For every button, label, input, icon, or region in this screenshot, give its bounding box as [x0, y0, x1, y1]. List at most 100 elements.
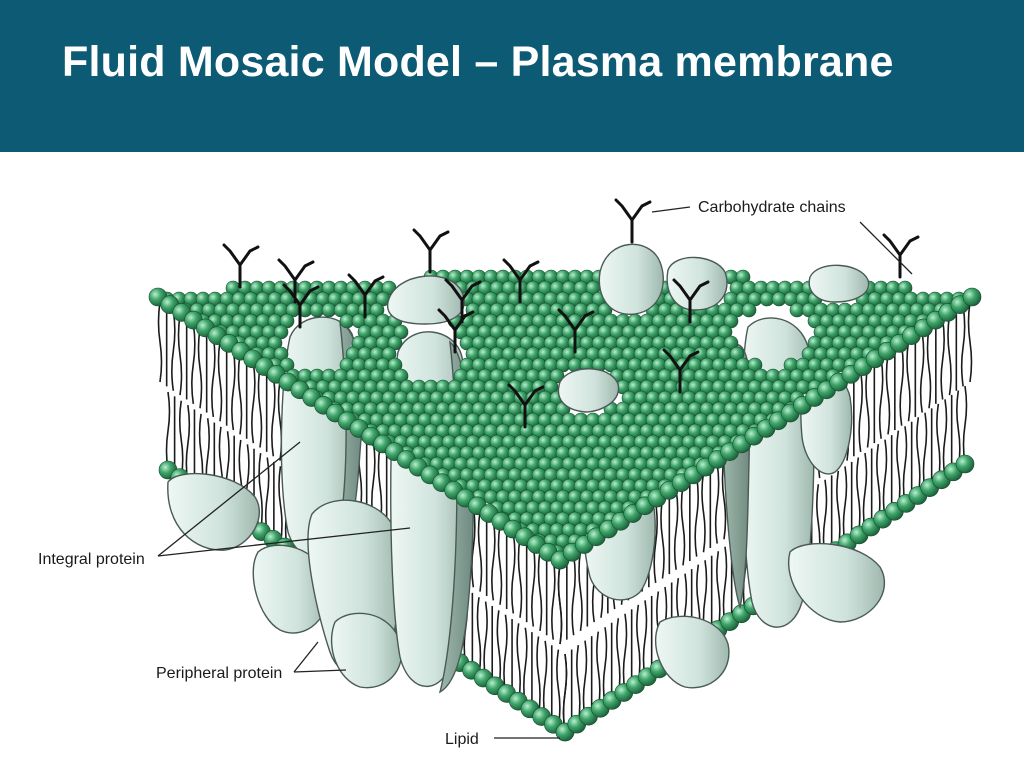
- lipid-tail: [211, 336, 216, 418]
- lipid-tail: [471, 507, 476, 588]
- lipid-tail: [542, 640, 548, 720]
- lipid-tail: [716, 551, 721, 630]
- lipid-tail: [919, 332, 925, 413]
- lipid-tail: [491, 520, 496, 601]
- lipid-tail: [185, 404, 191, 484]
- lipid-tail: [896, 430, 901, 509]
- lipid-tail: [237, 354, 243, 435]
- lipid-tail: [157, 301, 163, 383]
- lipid-tail: [576, 644, 581, 724]
- lipid-tail: [962, 385, 968, 465]
- lipid-tail: [278, 466, 283, 545]
- protein-top-1: [387, 275, 465, 325]
- lipid-tail: [217, 341, 223, 422]
- lipid-tail: [906, 341, 911, 422]
- peripheral-protein-right: [787, 542, 886, 623]
- lipid-head: [955, 454, 975, 474]
- lipid-head: [962, 287, 982, 307]
- lipid-tail: [622, 613, 628, 692]
- leader-carbohydrate-2: [859, 221, 913, 275]
- lipid-tail: [536, 636, 541, 715]
- lipid-tail: [165, 391, 171, 471]
- lipid-tail: [258, 453, 263, 532]
- lipid-tail: [551, 559, 556, 640]
- lipid-head: [741, 302, 757, 318]
- leader-carbohydrate: [651, 206, 691, 213]
- lipid-tail: [596, 631, 601, 710]
- leader-lines: [157, 206, 913, 739]
- lipid-tail: [902, 426, 908, 505]
- lipid-tail: [694, 476, 699, 557]
- lipid-tail: [836, 470, 841, 549]
- protein-top-2: [598, 243, 664, 315]
- leader-integral-2: [157, 527, 411, 557]
- lipid-tail: [511, 533, 516, 614]
- lipid-tail: [885, 354, 891, 435]
- lipid-tail: [862, 452, 868, 532]
- lipid-tail: [178, 400, 184, 479]
- lipid-tail: [251, 363, 256, 444]
- leader-integral-1: [157, 441, 301, 557]
- lipid-tail: [171, 310, 176, 391]
- membrane-diagram: Carbohydrate chains Integral protein Per…: [38, 198, 982, 748]
- carbohydrate-chain: [557, 308, 595, 354]
- lipid-tail: [960, 306, 966, 387]
- carbohydrate-chain: [672, 278, 710, 324]
- lipid-tail: [673, 489, 679, 570]
- carbohydrate-chain: [437, 308, 475, 354]
- carbohydrate-chains: [222, 198, 920, 429]
- lipid-tail: [926, 328, 932, 409]
- lipid-tail: [967, 301, 973, 383]
- protein-top-3: [666, 256, 728, 311]
- lipid-tail: [680, 485, 686, 566]
- carbohydrate-chain: [444, 278, 482, 324]
- lipid-tail: [876, 443, 881, 523]
- outer-leaflet-heads: [148, 269, 982, 570]
- label-integral-protein: Integral protein: [38, 551, 145, 568]
- slide-title: Fluid Mosaic Model – Plasma membrane: [62, 38, 894, 86]
- peripheral-protein-front-right: [655, 615, 730, 689]
- lipid-tail: [856, 457, 861, 536]
- peripheral-protein-bottom: [330, 612, 403, 689]
- carbohydrate-chain: [412, 228, 450, 274]
- carbohydrate-chain: [277, 258, 315, 304]
- lipid-tail: [936, 403, 941, 482]
- lipid-tail: [940, 319, 945, 400]
- lipid-tail: [916, 417, 921, 496]
- slide-header: Fluid Mosaic Model – Plasma membrane: [0, 0, 1024, 152]
- lipid-tail: [722, 546, 728, 625]
- carbohydrate-chain: [882, 233, 920, 279]
- carbohydrate-chain: [502, 258, 540, 304]
- lipid-tail: [517, 537, 523, 618]
- lipid-tail: [878, 358, 884, 439]
- leader-peripheral-2: [293, 669, 347, 673]
- lipid-tail: [516, 623, 521, 702]
- lipid-tail: [582, 640, 588, 719]
- lipid-tail: [947, 314, 952, 396]
- lipid-tail: [642, 600, 648, 679]
- carbohydrate-chain: [222, 243, 260, 289]
- surface-proteins: [387, 243, 870, 413]
- lipid-tail: [497, 524, 503, 605]
- lipid-tail: [701, 472, 706, 553]
- lipid-tail: [562, 653, 568, 733]
- lipid-tail: [882, 439, 888, 518]
- lipid-tail: [578, 550, 583, 632]
- lipid-tail: [602, 627, 608, 706]
- lipid-tail: [636, 604, 641, 683]
- carbohydrate-chain: [507, 383, 545, 429]
- lipid-tail: [653, 502, 658, 583]
- carbohydrate-chain: [614, 198, 652, 244]
- lipid-tail: [865, 367, 870, 448]
- lipid-tail: [922, 412, 928, 491]
- lipid-tail: [858, 371, 863, 452]
- lipid-tail: [483, 601, 488, 680]
- lipid-tail: [660, 498, 665, 579]
- membrane-figure: Carbohydrate chains Integral protein Per…: [0, 152, 1024, 768]
- lipid-tail: [714, 463, 720, 544]
- label-peripheral-protein: Peripheral protein: [156, 665, 282, 682]
- lipid-tail: [537, 550, 543, 632]
- lipid-tail: [571, 555, 576, 636]
- lipid-tail: [942, 399, 948, 478]
- lipid-tail: [556, 649, 561, 728]
